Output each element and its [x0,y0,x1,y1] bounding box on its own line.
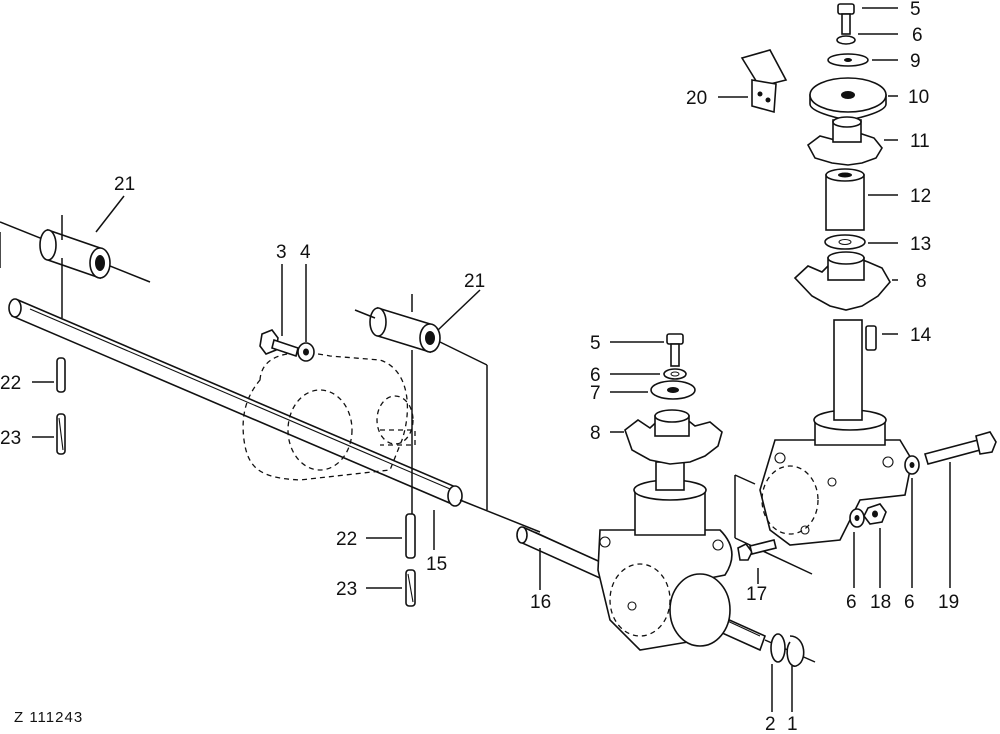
callout-21-center: 21 [464,271,485,292]
callout-8-center: 8 [590,423,601,444]
callout-5-center: 5 [590,333,601,354]
callout-8-top: 8 [916,271,927,292]
callout-11: 11 [910,131,930,152]
washer-6-right [904,455,920,475]
callout-13: 13 [910,234,931,255]
callout-23-left: 23 [0,428,21,449]
callout-6-lower: 6 [846,592,857,613]
callout-4: 4 [300,242,311,263]
washer-6-center [663,368,687,380]
callout-16: 16 [530,592,551,613]
bearing-housing-dashed [242,352,416,481]
callout-21-left: 21 [114,174,135,195]
drawing-code: Z 111243 [14,709,83,726]
shaft-15 [0,221,541,533]
washer-4 [297,342,315,362]
callout-23-center: 23 [336,579,357,600]
callout-18: 18 [870,592,891,613]
callout-20: 20 [686,88,707,109]
sprocket-8-center [624,409,723,465]
washer-13 [824,234,866,250]
bolt-3 [259,329,299,358]
callout-labels: 1 2 3 4 5 5 6 6 6 6 7 8 8 9 10 11 12 13 … [0,0,959,734]
washer-6-lower [849,508,865,528]
callout-7: 7 [590,383,601,404]
callout-1: 1 [787,714,798,734]
bolt-5-center [666,333,684,367]
roll-pins-center [405,513,416,607]
callout-15: 15 [426,554,447,575]
bolt-5-top [837,3,855,35]
callout-9: 9 [910,51,921,72]
gearbox-upper [734,319,913,575]
collar-21-left [0,215,111,318]
callout-12: 12 [910,186,931,207]
callout-22-left: 22 [0,373,21,394]
callout-6-top: 6 [912,25,923,46]
callout-10: 10 [908,87,929,108]
washer-7 [650,380,696,400]
spacer-12 [825,168,865,231]
gearbox-lower [597,461,733,651]
washer-6-top [836,35,856,45]
callout-6-center: 6 [590,365,601,386]
callout-3: 3 [276,242,287,263]
washer-9 [827,53,869,67]
callout-22-center: 22 [336,529,357,550]
callout-19: 19 [938,592,959,613]
bolt-17 [737,539,777,561]
snap-ring-1-2 [770,633,805,667]
plate-10 [809,77,887,121]
callout-14: 14 [910,325,932,346]
nut-18 [863,503,887,525]
bracket-20 [740,49,788,114]
bolt-19 [923,431,997,465]
sprocket-8-top [793,251,891,311]
callout-17: 17 [746,584,767,605]
leader-lines [32,7,951,712]
key-14 [865,325,877,351]
callout-2: 2 [765,714,776,734]
roll-pins-left [56,357,66,455]
collar-21-center [354,294,488,520]
callout-6-right: 6 [904,592,915,613]
callout-5-top: 5 [910,0,921,20]
sprocket-11 [806,116,883,166]
